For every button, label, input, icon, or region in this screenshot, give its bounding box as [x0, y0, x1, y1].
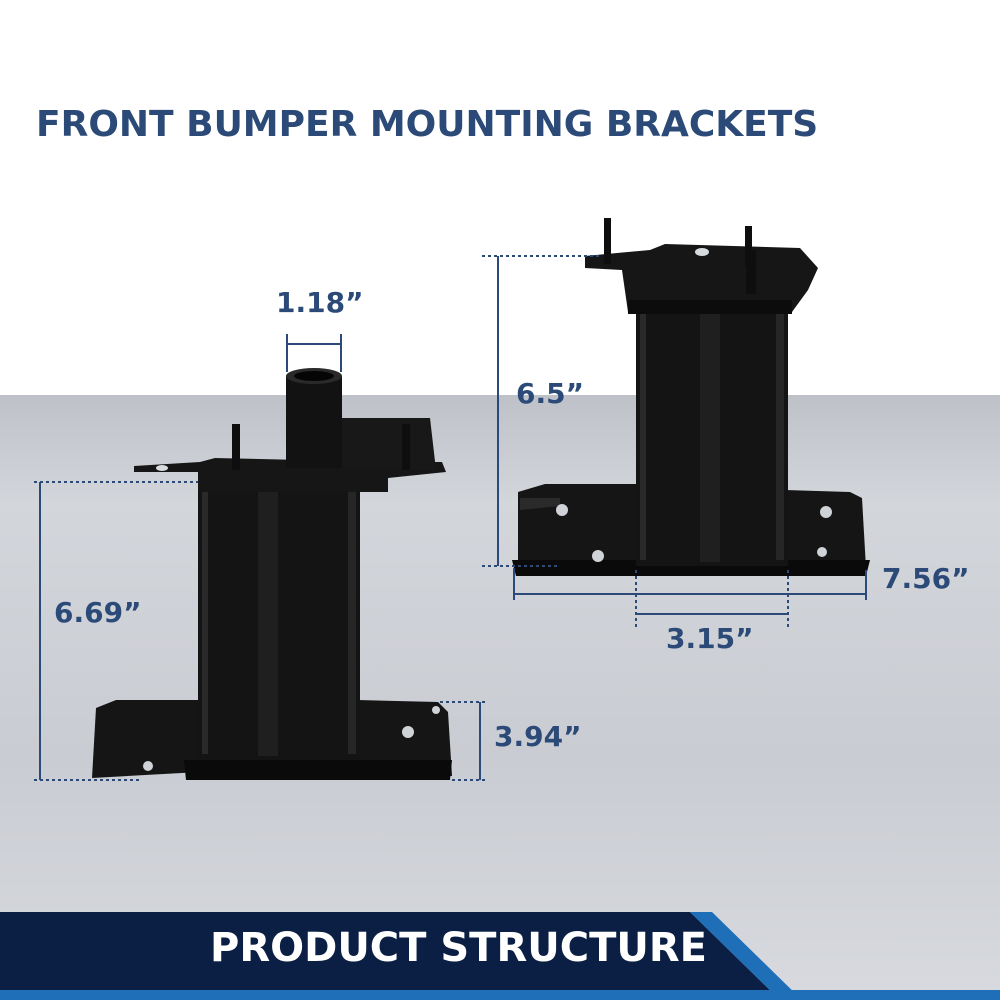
dimension-right-body-width: 3.15” — [666, 622, 754, 655]
dimension-left-height: 6.69” — [54, 596, 142, 629]
left-dimension-lines — [34, 334, 486, 781]
left-bracket — [92, 368, 452, 780]
dimension-left-base-height: 3.94” — [494, 720, 582, 753]
banner-label: PRODUCT STRUCTURE — [210, 925, 707, 971]
right-bracket — [512, 218, 870, 576]
dimension-tube-width: 1.18” — [276, 286, 364, 319]
right-dimension-lines — [482, 255, 867, 630]
banner-bar — [0, 912, 1000, 1000]
dimension-right-height: 6.5” — [516, 377, 585, 410]
dimension-right-base-width: 7.56” — [882, 562, 970, 595]
background-top — [0, 0, 1000, 400]
page-title: FRONT BUMPER MOUNTING BRACKETS — [36, 104, 819, 145]
